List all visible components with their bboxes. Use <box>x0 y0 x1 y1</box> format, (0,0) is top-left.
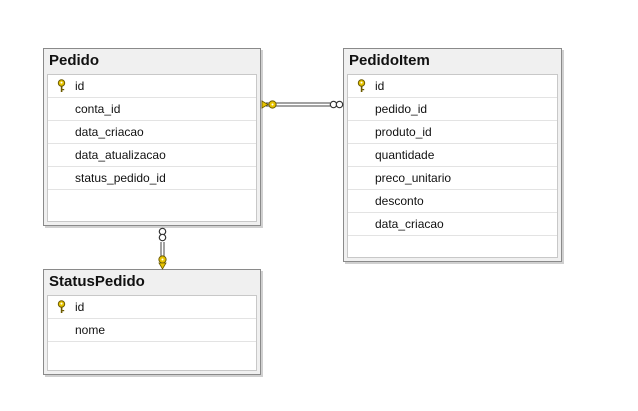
column-row[interactable]: data_atualizacao <box>48 144 256 167</box>
column-row[interactable]: preco_unitario <box>348 167 557 190</box>
relationship-infinity-icon <box>158 227 167 242</box>
column-row[interactable]: id <box>48 296 256 319</box>
column-name: nome <box>75 323 106 337</box>
column-row[interactable]: status_pedido_id <box>48 167 256 190</box>
column-list-pedido: id conta_id data_criacao data_atualizaca… <box>47 74 257 222</box>
column-name: data_criacao <box>75 125 144 139</box>
table-title-pedido[interactable]: Pedido <box>49 52 100 69</box>
table-pedido[interactable]: Pedido id conta_id data_criacao data_atu… <box>43 48 261 226</box>
relationship-infinity-icon <box>329 100 344 109</box>
relationship-key-icon <box>158 255 167 270</box>
column-name: preco_unitario <box>375 171 452 185</box>
primary-key-icon <box>57 300 66 313</box>
table-title-status-pedido[interactable]: StatusPedido <box>49 273 145 290</box>
column-list-pedido-item: id pedido_id produto_id quantidade preco… <box>347 74 558 258</box>
column-name: produto_id <box>375 125 432 139</box>
relationship-pedido-pedido-item[interactable] <box>261 100 344 109</box>
column-name: status_pedido_id <box>75 171 166 185</box>
column-row[interactable]: quantidade <box>348 144 557 167</box>
column-name: data_atualizacao <box>75 148 166 162</box>
column-row[interactable]: conta_id <box>48 98 256 121</box>
relationship-pedido-status-pedido[interactable] <box>158 227 167 270</box>
column-name: data_criacao <box>375 217 444 231</box>
column-row[interactable]: nome <box>48 319 256 342</box>
column-row[interactable]: id <box>48 75 256 98</box>
column-name: id <box>75 79 85 93</box>
table-pedido-item[interactable]: PedidoItem id pedido_id produto_id quant… <box>343 48 562 262</box>
column-name: desconto <box>375 194 424 208</box>
table-title-pedido-item[interactable]: PedidoItem <box>349 52 430 69</box>
relationship-key-icon <box>261 100 277 109</box>
column-row[interactable]: id <box>348 75 557 98</box>
column-name: conta_id <box>75 102 121 116</box>
column-row[interactable]: data_criacao <box>348 213 557 236</box>
table-status-pedido[interactable]: StatusPedido id nome <box>43 269 261 375</box>
column-list-status-pedido: id nome <box>47 295 257 371</box>
column-row[interactable]: pedido_id <box>348 98 557 121</box>
primary-key-icon <box>357 79 366 92</box>
column-row[interactable]: data_criacao <box>48 121 256 144</box>
column-name: id <box>75 300 85 314</box>
column-name: id <box>375 79 385 93</box>
column-name: quantidade <box>375 148 435 162</box>
column-row[interactable]: produto_id <box>348 121 557 144</box>
column-name: pedido_id <box>375 102 428 116</box>
primary-key-icon <box>57 79 66 92</box>
column-row[interactable]: desconto <box>348 190 557 213</box>
